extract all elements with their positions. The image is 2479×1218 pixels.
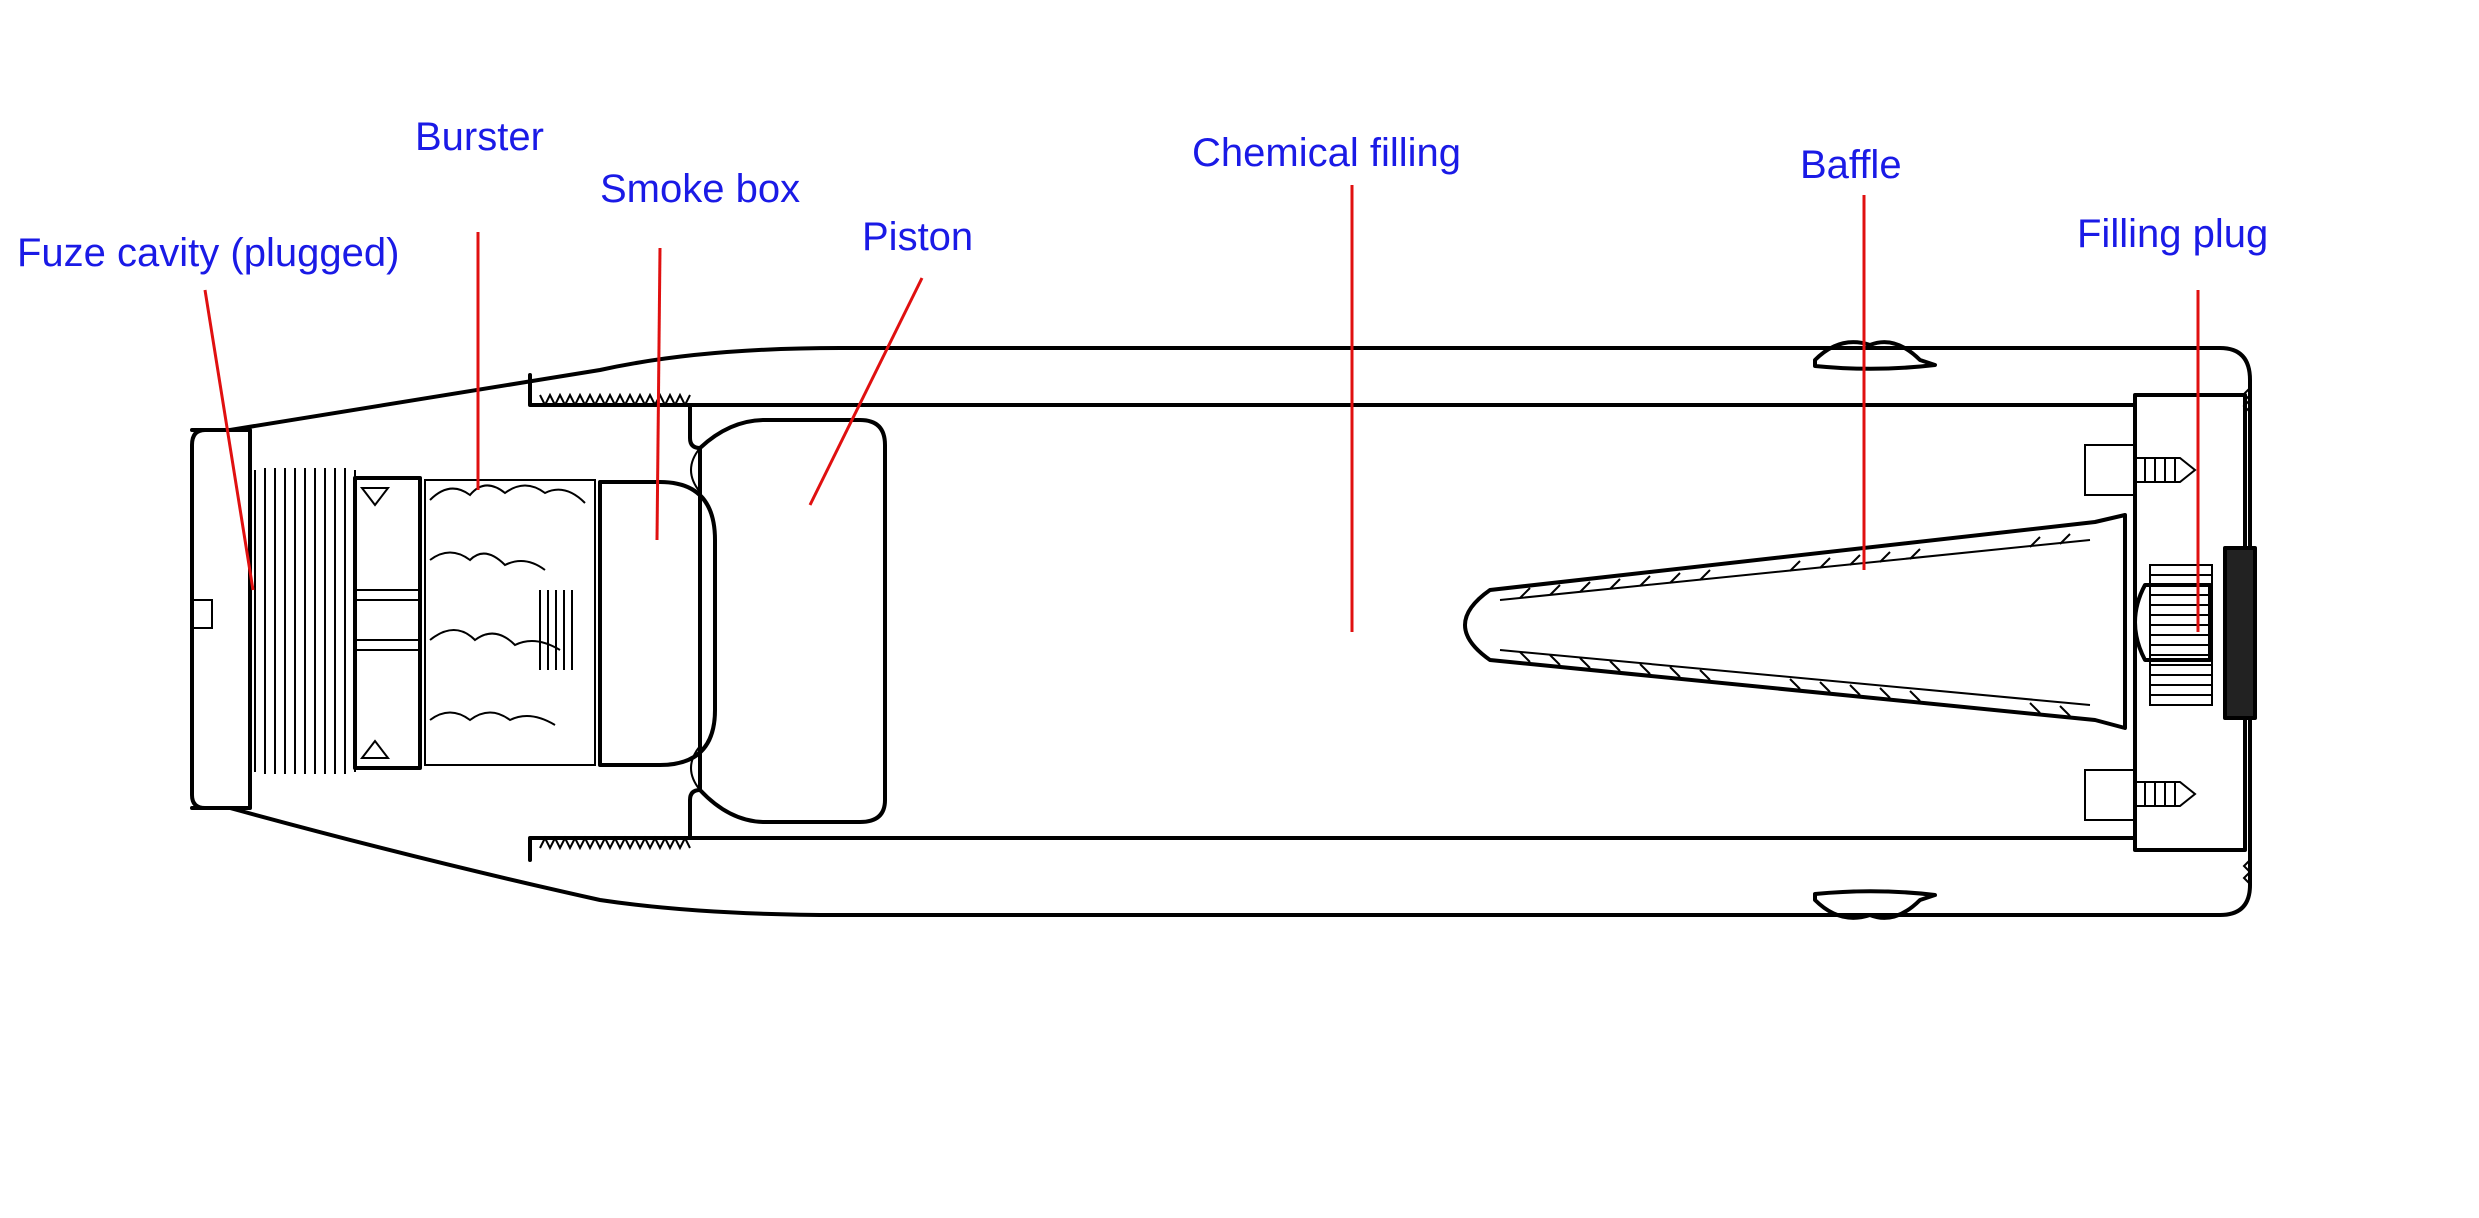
inner-sleeve-bottom [528, 788, 702, 862]
shell-outer-casing [190, 346, 2252, 917]
leader-smoke-box [655, 247, 662, 541]
sleeve-threads-top [539, 392, 691, 408]
label-baffle: Baffle [1800, 143, 1902, 187]
leader-piston [808, 277, 924, 506]
label-piston: Piston [862, 215, 973, 259]
filling-plug-body [2133, 546, 2257, 720]
rotating-band-top [1813, 340, 1937, 371]
leader-lines [203, 185, 2200, 632]
shell-drawing [190, 340, 2257, 920]
baffle-hatching [1519, 533, 2071, 717]
rotating-band-bottom [1813, 889, 1937, 920]
sleeve-threads-bottom [539, 835, 691, 851]
baffle-cone [1463, 513, 2127, 730]
base-bolts [2134, 457, 2197, 807]
label-chemical-filling: Chemical filling [1192, 131, 1461, 175]
inner-sleeve-top [528, 373, 702, 450]
fuze-plug-notch [192, 599, 213, 629]
label-smoke-box: Smoke box [600, 167, 800, 211]
smoke-box [598, 480, 717, 767]
label-burster: Burster [415, 115, 544, 159]
label-fuze-cavity: Fuze cavity (plugged) [17, 231, 399, 275]
label-filling-plug: Filling plug [2077, 212, 2268, 256]
fuze-threads [254, 468, 356, 774]
burster-charge [424, 479, 596, 766]
burster-holder [353, 476, 422, 770]
labels: Burster Smoke box Fuze cavity (plugged) … [17, 115, 2268, 275]
leader-fuze-cavity [203, 289, 255, 591]
piston-body [698, 418, 887, 824]
fuze-plug-block [190, 428, 252, 810]
